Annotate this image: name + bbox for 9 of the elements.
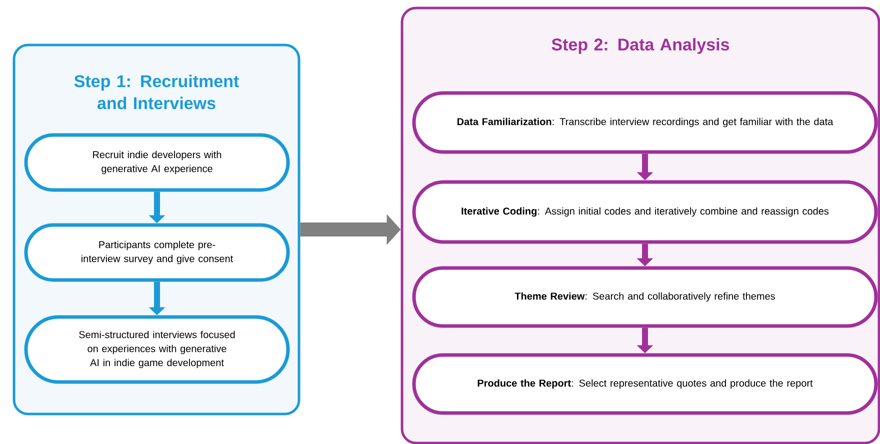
process-box: Participants complete pre-interview survey and give consent [24,223,290,282]
process-box: Data Familiarization: Transcribe interview recordings and get familiar with the data [412,91,878,154]
process-box: Produce the Report: Select representative quotes and produce the report [412,353,878,415]
process-box: Iterative Coding: Assign initial codes and iteratively combine and reassign codes [412,180,878,244]
process-box: Theme Review: Search and collaboratively refine themes [412,266,878,328]
panel-title: Step 1: Recruitment and Interviews [74,74,239,110]
panel-title: Step 2: Data Analysis [552,38,730,54]
process-box: Recruit indie developers with generative AI experience [24,133,290,192]
process-box: Semi-structured interviews focused on experiences with generative AI in indie game development [24,315,290,384]
